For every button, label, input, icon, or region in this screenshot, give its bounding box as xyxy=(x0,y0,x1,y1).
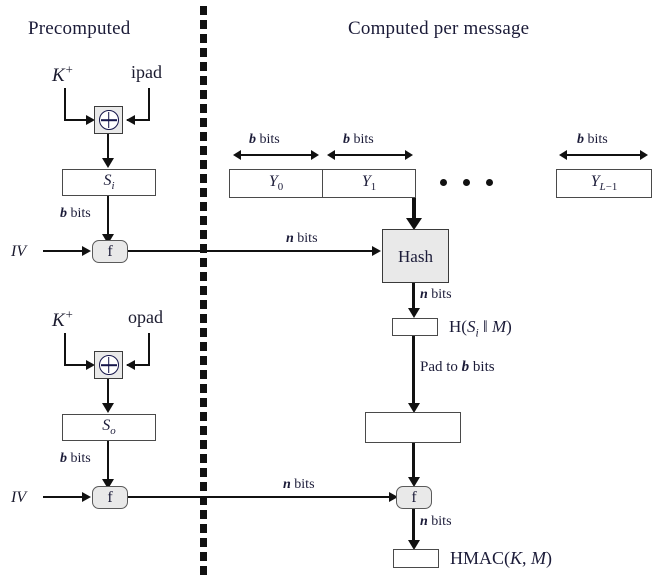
xor-node-ipad: ⊕ xyxy=(94,106,123,134)
padded-block-box xyxy=(365,412,461,443)
left-section-title: Precomputed xyxy=(28,18,131,39)
blocks-to-hash-arrow xyxy=(406,218,422,230)
f-node-upper: f xyxy=(92,240,128,263)
message-block-y1-label: Y1 Y1 xyxy=(361,172,377,194)
xor-to-si-arrow xyxy=(102,158,114,168)
final-f-to-output-arrow xyxy=(408,540,420,550)
so-box-label: So So xyxy=(102,416,116,438)
xor-symbol-icon xyxy=(98,355,119,375)
key-arrow-upper xyxy=(86,115,95,125)
right-section-title: Computed per message xyxy=(348,18,530,39)
hash-box-label: Hash xyxy=(398,246,433,266)
iv-arrow-lower xyxy=(82,492,91,502)
xor-to-si-line xyxy=(107,134,110,160)
ipad-line-vertical xyxy=(148,88,151,121)
si-box: Si Si xyxy=(62,169,156,196)
key-line-vertical-upper xyxy=(64,88,67,121)
key-plus-label-upper: K+ K+ xyxy=(52,62,74,87)
section-divider xyxy=(200,6,207,580)
pad-to-final-f-line xyxy=(412,443,415,481)
key-line-horizontal-upper xyxy=(64,119,88,122)
xor-symbol-icon xyxy=(98,110,119,130)
ellipsis-dot xyxy=(440,179,447,186)
message-block-y1: Y1 Y1 xyxy=(322,169,416,198)
opad-line-horizontal xyxy=(127,364,150,367)
message-block-y0-label: Y0 Y0 xyxy=(268,172,284,194)
opad-arrow xyxy=(126,360,135,370)
iv-label-upper: IV IV xyxy=(11,243,27,260)
b-bits-label-upper-left: b bits b bits xyxy=(60,206,91,221)
iv-line-lower xyxy=(43,496,85,499)
final-f-to-output-line xyxy=(412,509,415,545)
ipad-line-horizontal xyxy=(127,119,150,122)
si-to-f-arrow xyxy=(102,234,114,244)
si-box-label: Si Si xyxy=(103,171,115,193)
digest-to-pad-arrow xyxy=(408,403,420,413)
f-node-final: f xyxy=(396,486,432,509)
inner-digest-box xyxy=(392,318,438,336)
hmac-output-box xyxy=(393,549,439,568)
b-bits-label-y0: b bits b bits xyxy=(249,132,280,147)
f-node-final-label: f xyxy=(411,488,417,506)
f-to-final-f-arrow xyxy=(389,492,398,502)
f-node-upper-label: f xyxy=(107,242,113,260)
hash-to-digest-line xyxy=(412,283,415,311)
message-block-yl-minus-1-label: YL-1 YL−1 xyxy=(590,172,618,194)
ipad-arrow xyxy=(126,115,135,125)
message-block-y0: Y0 Y0 xyxy=(229,169,323,198)
n-bits-label-hash-input: n bits n bits xyxy=(286,231,318,246)
opad-label: opad xyxy=(128,307,163,327)
key-line-horizontal-lower xyxy=(64,364,88,367)
so-box: So So xyxy=(62,414,156,441)
f-to-hash-arrow xyxy=(372,246,381,256)
inner-digest-label: H(Si || M) H(Si ‖ M) xyxy=(449,317,512,340)
b-bits-label-yl: b bits b bits xyxy=(577,132,608,147)
opad-line-vertical xyxy=(148,333,151,366)
b-bits-measure-yl xyxy=(559,150,648,160)
xor-node-opad: ⊕ xyxy=(94,351,123,379)
pad-to-final-f-arrow xyxy=(408,477,420,487)
f-node-lower-label: f xyxy=(107,488,113,506)
hmac-output-label: HMAC(K, M) HMAC(K, M) xyxy=(450,548,553,568)
xor-to-so-arrow xyxy=(102,403,114,413)
so-to-f-arrow xyxy=(102,479,114,489)
b-bits-label-lower-left: b bits b bits xyxy=(60,451,91,466)
f-to-hash-line xyxy=(128,250,377,253)
n-bits-label-final-f-input: n bits n bits xyxy=(283,477,315,492)
f-node-lower: f xyxy=(92,486,128,509)
xor-to-so-line xyxy=(107,379,110,405)
blocks-to-hash-line xyxy=(412,198,416,220)
b-bits-measure-y1 xyxy=(327,150,413,160)
f-to-final-f-line xyxy=(128,496,393,499)
so-to-f-line xyxy=(107,441,110,483)
ipad-label: ipad xyxy=(131,62,162,82)
message-blocks-ellipsis: • • • xyxy=(440,179,493,186)
key-line-vertical-lower xyxy=(64,333,67,366)
iv-arrow-upper xyxy=(82,246,91,256)
b-bits-measure-y0 xyxy=(233,150,319,160)
ellipsis-dot xyxy=(463,179,470,186)
hash-to-digest-arrow xyxy=(408,308,420,318)
key-plus-label-lower: K+ K+ xyxy=(52,307,74,332)
key-arrow-lower xyxy=(86,360,95,370)
message-block-yl-minus-1: YL-1 YL−1 xyxy=(556,169,652,198)
iv-label-lower: IV IV xyxy=(11,489,27,506)
n-bits-label-output: n bits n bits xyxy=(420,514,452,529)
iv-line-upper xyxy=(43,250,85,253)
hash-box: Hash xyxy=(382,229,449,283)
n-bits-label-hash-output: n bits n bits xyxy=(420,287,452,302)
ellipsis-dot xyxy=(486,179,493,186)
pad-to-b-bits-label: Pad to b bits Pad to b bits xyxy=(420,359,495,375)
digest-to-pad-line xyxy=(412,336,415,407)
b-bits-label-y1: b bits b bits xyxy=(343,132,374,147)
si-to-f-line xyxy=(107,196,110,238)
